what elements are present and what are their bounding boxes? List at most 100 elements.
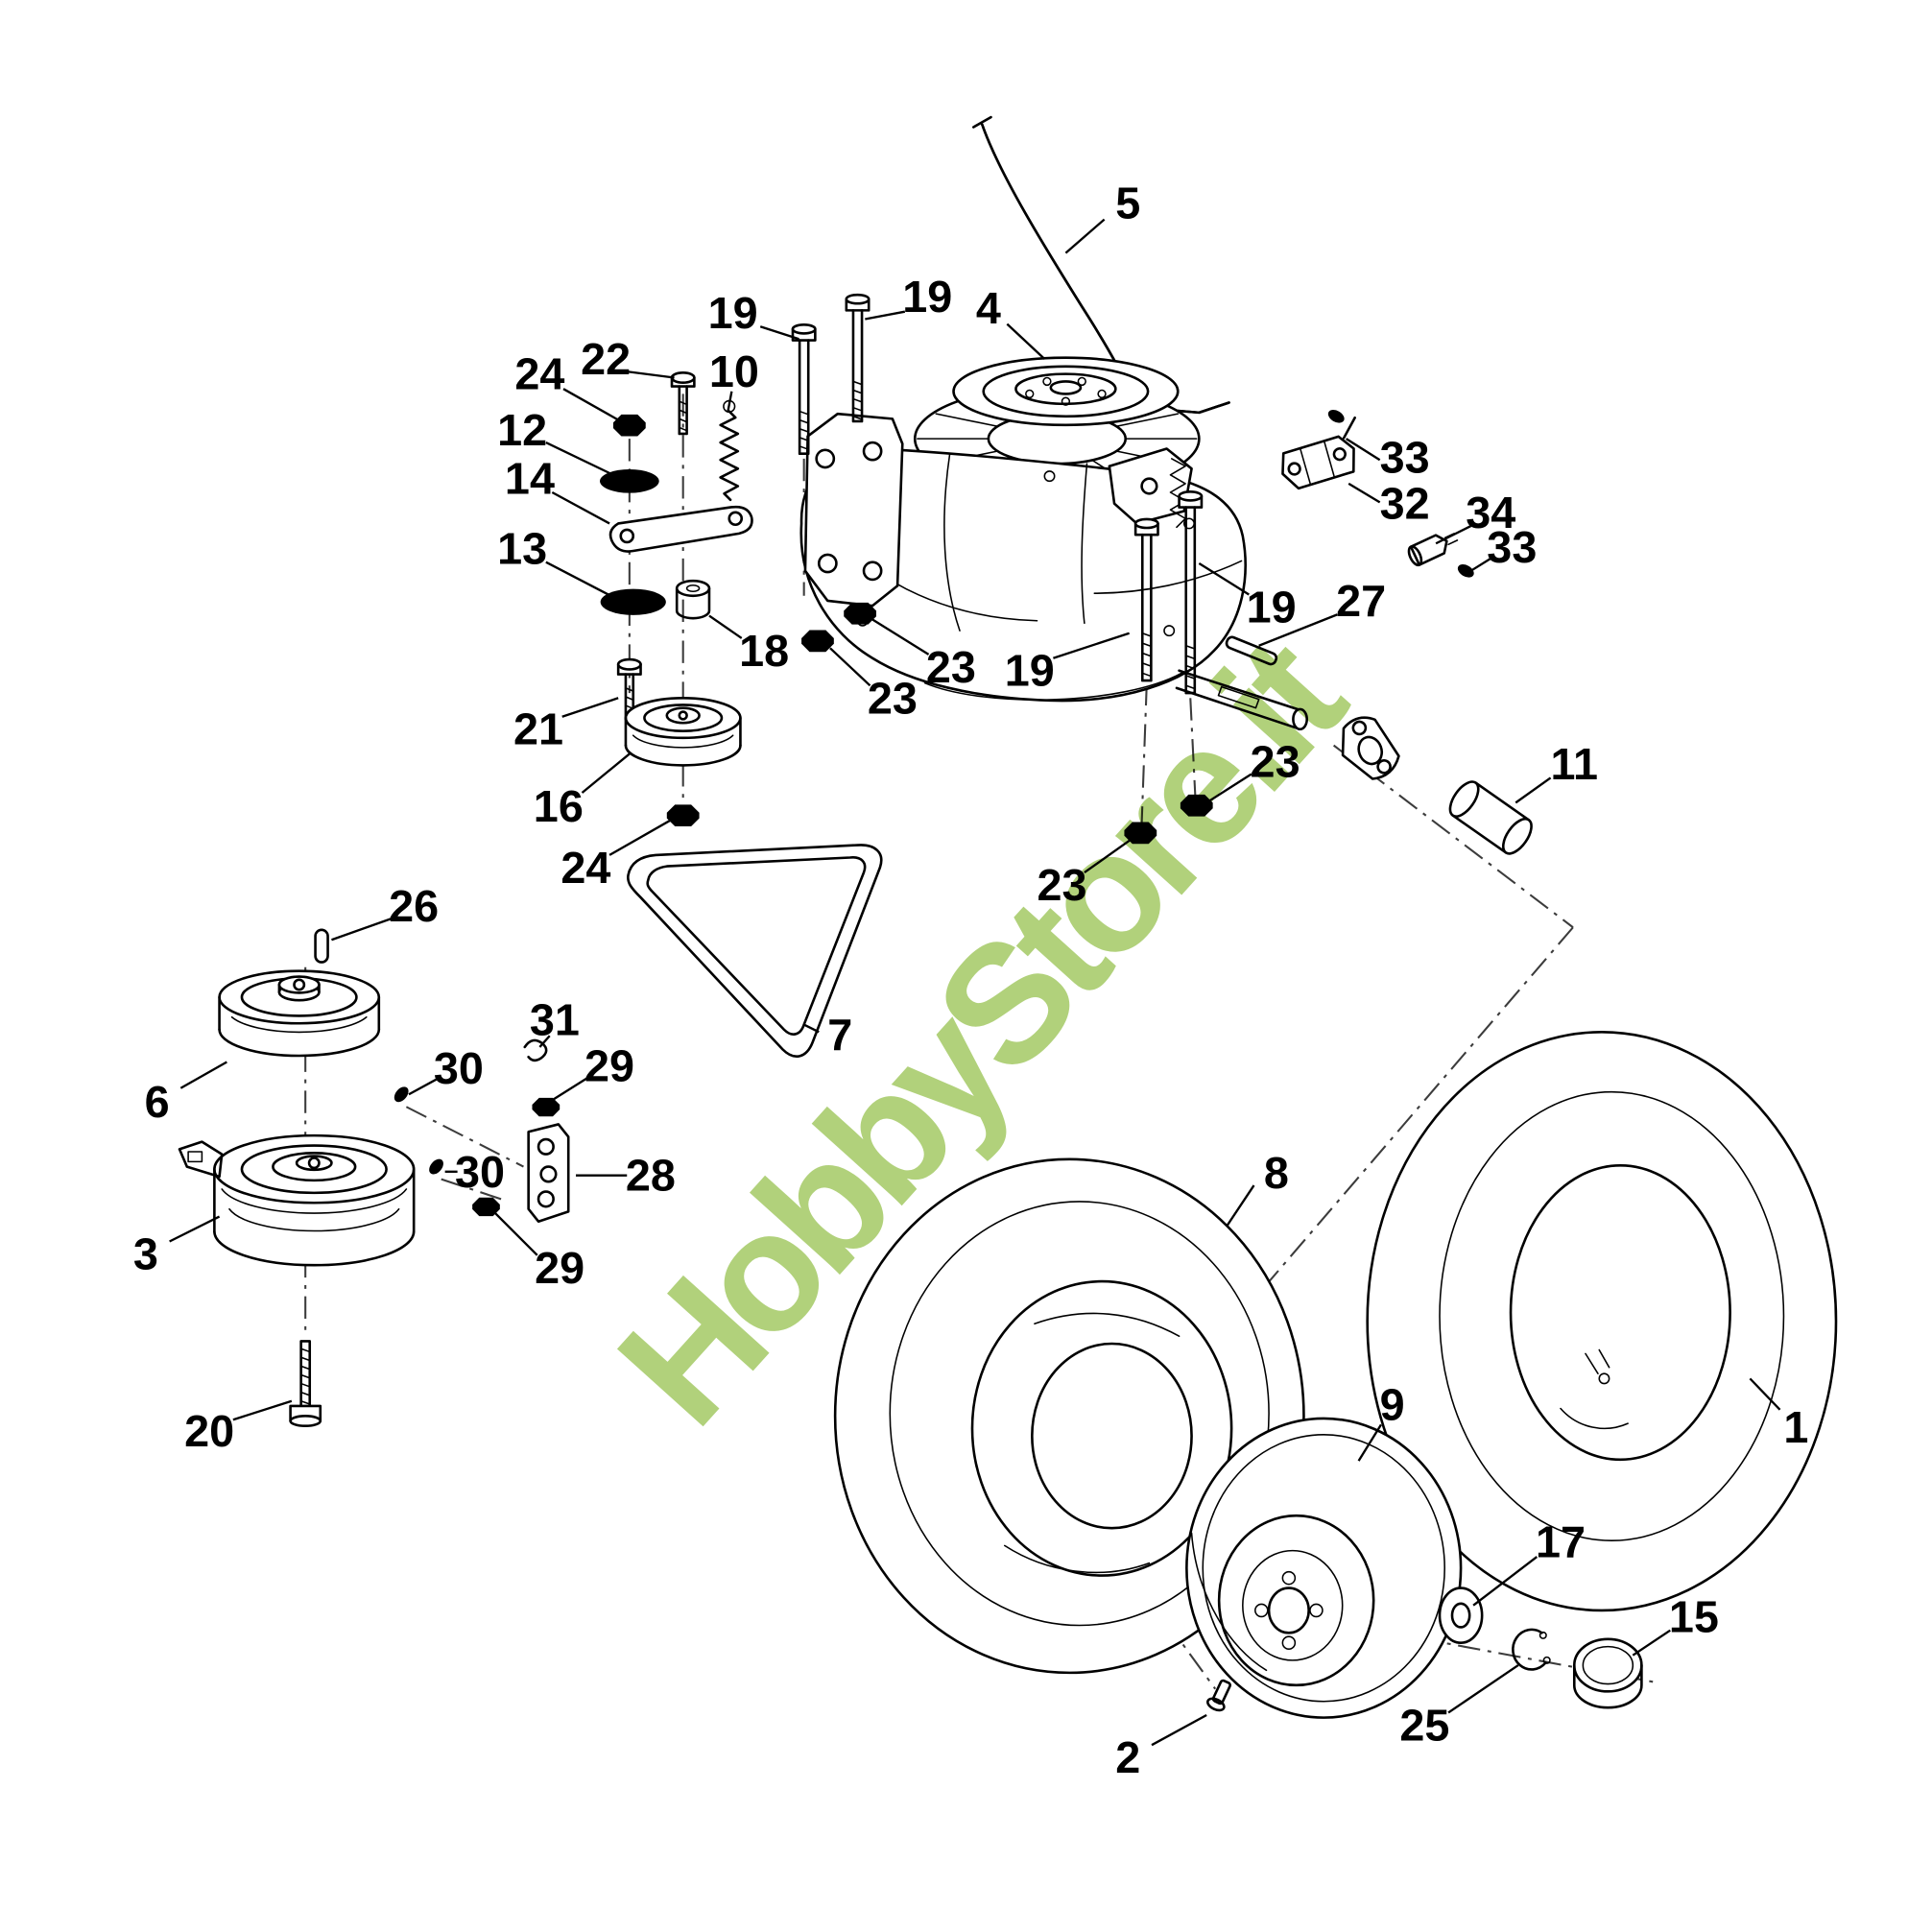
leader-line-9 xyxy=(1357,1423,1382,1462)
part-label-4: 4 xyxy=(976,283,1001,333)
screw-22 xyxy=(670,371,696,436)
part-label-6: 6 xyxy=(145,1077,170,1127)
bolt-19-a xyxy=(791,323,817,456)
bearing-flange xyxy=(1341,716,1400,780)
part-label-29: 29 xyxy=(535,1243,584,1293)
bushing-11 xyxy=(1448,780,1533,855)
part-label-3: 3 xyxy=(133,1229,158,1279)
cap-15 xyxy=(1572,1637,1643,1709)
leader-line-20 xyxy=(232,1399,293,1421)
part-label-33: 33 xyxy=(1380,433,1430,483)
leader-line-3 xyxy=(169,1215,221,1243)
part-label-16: 16 xyxy=(534,781,584,831)
leader-line-2 xyxy=(1151,1713,1207,1747)
leader-line-23 xyxy=(1084,838,1133,874)
lever-14 xyxy=(608,505,753,553)
part-label-27: 27 xyxy=(1336,576,1386,626)
leader-line-11 xyxy=(1515,776,1552,804)
leader-line-1 xyxy=(1749,1377,1781,1411)
part-label-13: 13 xyxy=(497,523,547,573)
leader-line-27 xyxy=(1258,613,1338,647)
shaft-key-27 xyxy=(1225,635,1278,666)
leader-line-29 xyxy=(553,1077,588,1101)
part-label-8: 8 xyxy=(1264,1148,1289,1198)
leader-line-4 xyxy=(1006,322,1046,360)
part-label-19: 19 xyxy=(708,288,758,338)
bracket-28 xyxy=(527,1123,570,1224)
nut-24-b xyxy=(666,804,700,827)
bolt-19-c xyxy=(1133,517,1159,682)
part-label-31: 31 xyxy=(530,994,580,1044)
valve-stem-2 xyxy=(1206,1679,1231,1712)
leader-line-25 xyxy=(1447,1664,1519,1714)
leader-line-13 xyxy=(545,561,611,597)
nut-23-a xyxy=(844,602,876,625)
e-clip-25 xyxy=(1512,1628,1551,1671)
clip-31 xyxy=(523,1038,548,1062)
leader-line-14 xyxy=(551,490,610,525)
leader-line-23 xyxy=(1205,773,1252,804)
leader-line-5 xyxy=(1064,218,1106,254)
washer-17 xyxy=(1438,1586,1484,1644)
part-label-2: 2 xyxy=(1115,1732,1140,1782)
part-label-29: 29 xyxy=(584,1040,634,1090)
leader-line-15 xyxy=(1632,1629,1671,1657)
part-label-14: 14 xyxy=(505,454,555,504)
transmission-4 xyxy=(799,356,1308,731)
tire-1 xyxy=(1366,1031,1838,1612)
clutch-3 xyxy=(178,1133,416,1267)
part-label-24: 24 xyxy=(514,349,564,399)
leader-line-12 xyxy=(545,441,614,476)
part-label-30: 30 xyxy=(455,1147,505,1197)
part-label-30: 30 xyxy=(434,1043,484,1093)
nut-24-a xyxy=(612,414,646,437)
wheel-8 xyxy=(833,1157,1305,1675)
part-label-9: 9 xyxy=(1380,1380,1405,1430)
switch-bracket-32 xyxy=(1281,416,1356,490)
part-label-15: 15 xyxy=(1669,1591,1719,1641)
part-label-26: 26 xyxy=(389,881,439,931)
leader-line-6 xyxy=(179,1061,227,1089)
washer-13 xyxy=(600,588,666,615)
leader-line-23 xyxy=(871,618,930,656)
screw-30-a xyxy=(391,1084,428,1119)
part-label-23: 23 xyxy=(1251,737,1300,787)
part-label-21: 21 xyxy=(513,704,563,754)
spring-10 xyxy=(719,399,740,502)
leader-line-16 xyxy=(581,751,632,794)
bolt-19-d xyxy=(1178,490,1204,695)
pulley-6 xyxy=(218,969,381,1058)
nut-23-b xyxy=(801,630,834,653)
part-label-7: 7 xyxy=(827,1010,852,1060)
part-label-22: 22 xyxy=(581,334,631,384)
part-label-12: 12 xyxy=(497,405,547,455)
leader-line-26 xyxy=(331,918,393,942)
leader-line-19 xyxy=(1198,562,1250,596)
part-label-23: 23 xyxy=(1037,860,1086,910)
part-label-19: 19 xyxy=(1005,646,1055,696)
spacer-18 xyxy=(675,579,711,620)
bolt-20 xyxy=(289,1340,322,1428)
part-label-32: 32 xyxy=(1380,479,1430,529)
leader-line-31 xyxy=(538,1035,551,1048)
part-label-24: 24 xyxy=(561,843,610,893)
part-label-23: 23 xyxy=(868,673,918,723)
leader-line-29 xyxy=(492,1210,538,1256)
leader-line-22 xyxy=(625,370,675,379)
leader-line-23 xyxy=(829,647,871,687)
leader-line-7 xyxy=(803,1023,820,1034)
part-label-34: 34 xyxy=(1466,488,1515,537)
leader-line-17 xyxy=(1472,1556,1538,1607)
leader-line-33 xyxy=(1469,557,1491,572)
pin-26 xyxy=(314,928,329,964)
part-label-19: 19 xyxy=(1247,582,1297,632)
part-label-33: 33 xyxy=(1487,522,1537,572)
leader-line-18 xyxy=(708,614,743,639)
bolt-19-b xyxy=(845,293,871,423)
part-label-18: 18 xyxy=(739,626,789,676)
parts-artwork xyxy=(178,115,1838,1719)
leader-line-8 xyxy=(1225,1184,1255,1228)
idler-pulley-16 xyxy=(624,696,742,767)
